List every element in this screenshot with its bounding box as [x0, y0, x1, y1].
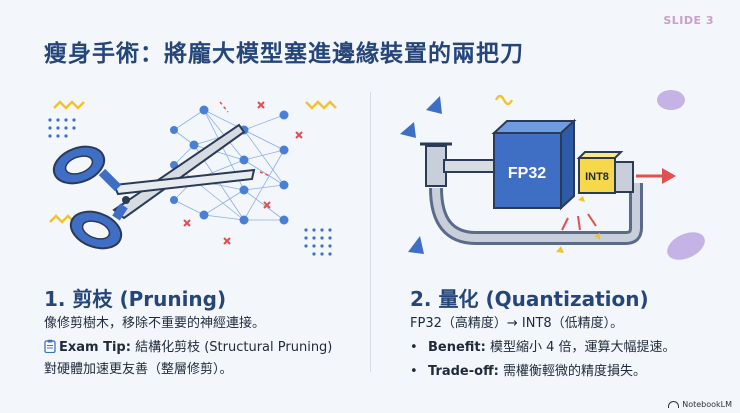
bullet-item: • Trade-off: 需權衡輕微的精度損失。	[410, 361, 720, 383]
quantization-section: FP32（高精度）→ INT8（低精度）。 • Benefit: 模型縮小 4 …	[410, 313, 720, 383]
compression-sparks	[561, 213, 597, 231]
cut-mark-icon	[183, 101, 303, 245]
fp32-block: FP32	[491, 118, 577, 211]
column-divider	[370, 92, 371, 372]
blob-decoration	[657, 90, 685, 110]
clamp-icon	[420, 142, 643, 245]
exam-tip-label: Exam Tip:	[59, 340, 131, 355]
bullet-label: Trade-off:	[428, 364, 499, 379]
bullet-dot-icon: •	[410, 364, 418, 379]
watermark-text: NotebookLM	[682, 400, 732, 409]
int8-block: INT8	[576, 151, 634, 194]
squiggle-decoration	[494, 94, 514, 106]
pruning-heading: 1. 剪枝 (Pruning)	[44, 287, 227, 311]
fp32-block-label: FP32	[508, 165, 546, 182]
triangle-decoration	[408, 236, 424, 254]
quantization-heading: 2. 量化 (Quantization)	[410, 287, 649, 311]
network-nodes	[170, 105, 289, 225]
slide-title: 瘦身手術：將龐大模型塞進邊緣裝置的兩把刀	[44, 41, 524, 67]
notebooklm-logo-icon	[668, 401, 680, 408]
scissors-icon	[52, 123, 256, 250]
bullet-item: • Benefit: 模型縮小 4 倍，運算大幅提速。	[410, 337, 720, 359]
pruning-illustration	[48, 100, 337, 256]
bullet-label: Benefit:	[428, 340, 486, 355]
dot-grid-decoration	[48, 118, 332, 256]
slide-number-label: SLIDE 3	[663, 14, 714, 27]
quantization-conversion: FP32（高精度）→ INT8（低精度）。	[410, 316, 624, 331]
bullet-dot-icon: •	[410, 340, 418, 355]
pruning-section: 像修剪樹木，移除不重要的神經連接。 Exam Tip: 結構化剪枝 (Struc…	[44, 313, 344, 381]
int8-block-label: INT8	[585, 171, 609, 183]
arrow-right-icon	[636, 168, 676, 184]
squiggle-decoration	[53, 100, 85, 110]
squiggle-decoration	[305, 100, 337, 110]
bullet-text: 需權衡輕微的精度損失。	[502, 364, 646, 379]
cut-dashes	[219, 101, 271, 177]
triangle-decoration	[426, 96, 442, 114]
exam-tip: Exam Tip: 結構化剪枝 (Structural Pruning) 對硬體…	[44, 337, 344, 381]
pruning-description: 像修剪樹木，移除不重要的神經連接。	[44, 316, 266, 331]
triangle-decoration	[400, 122, 416, 138]
blob-decoration	[667, 232, 705, 260]
quantization-illustration: FP32 INT8	[400, 90, 705, 260]
exam-tip-text: 結構化剪枝 (Structural Pruning) 對硬體加速更友善（整層修剪…	[44, 340, 333, 377]
squiggle-decoration	[49, 214, 75, 224]
watermark: NotebookLM	[668, 400, 732, 409]
bullet-text: 模型縮小 4 倍，運算大幅提速。	[490, 340, 676, 355]
shard-decoration	[556, 196, 600, 253]
clipboard-icon	[44, 339, 56, 354]
